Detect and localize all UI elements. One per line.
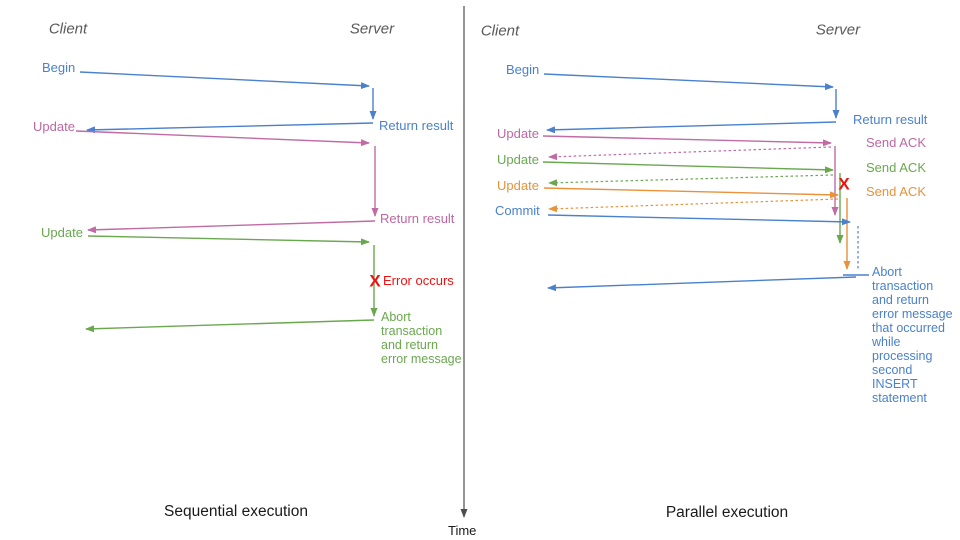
left-return-result-2-label: Return result: [380, 210, 455, 226]
right-return-result-label: Return result: [853, 111, 928, 127]
left-update-2-label: Update: [41, 224, 83, 240]
right-commit-label: Commit: [495, 202, 540, 218]
left-abort-message-label: Abort transaction and return error messa…: [381, 310, 462, 366]
right-send-ack-1-label: Send ACK: [866, 134, 926, 150]
right-send-ack-2-dotted-arrow: [548, 174, 834, 187]
right-send-ack-2-label: Send ACK: [866, 159, 926, 175]
left-error-x-icon: X: [369, 271, 381, 291]
right-update-3-arrow: [543, 187, 839, 199]
left-update-1-arrow: [75, 130, 370, 147]
time-axis-label: Time: [448, 522, 477, 538]
left-error-occurs-label: Error occurs: [383, 272, 454, 288]
right-update-1-arrow: [542, 135, 832, 147]
left-server-header: Server: [349, 20, 395, 38]
left-caption-sequential-execution: Sequential execution: [164, 503, 308, 520]
right-return-result-arrow: [546, 121, 837, 134]
right-client-header: Client: [480, 22, 520, 40]
right-update-2-arrow: [542, 161, 834, 174]
left-client-header: Client: [48, 20, 88, 38]
right-begin-label: Begin: [506, 61, 540, 77]
right-abort-message-label: Abort transaction and return error messa…: [872, 265, 953, 405]
left-update-1-label: Update: [33, 118, 75, 134]
right-commit-arrow: [547, 214, 851, 226]
left-update-2-arrow: [87, 235, 370, 246]
right-abort-return-arrow: [547, 276, 857, 292]
right-send-ack-3-label: Send ACK: [866, 183, 926, 199]
left-abort-return-arrow: [85, 319, 375, 333]
left-begin-label: Begin: [42, 59, 76, 75]
right-send-ack-1-dotted-arrow: [548, 146, 832, 161]
right-server-header: Server: [815, 21, 861, 39]
right-update-1-label: Update: [497, 125, 539, 141]
right-begin-arrow: [543, 73, 834, 91]
left-return-result-1-label: Return result: [379, 117, 454, 133]
right-send-ack-3-dotted-arrow: [548, 198, 839, 213]
right-update-2-label: Update: [497, 151, 539, 167]
right-caption-parallel-execution: Parallel execution: [665, 504, 789, 521]
left-return-result-1-arrow: [86, 122, 374, 134]
right-error-x-icon: X: [838, 174, 850, 194]
right-update-3-label: Update: [497, 177, 539, 193]
left-return-result-2-arrow: [87, 220, 376, 234]
left-begin-arrow: [79, 71, 370, 90]
